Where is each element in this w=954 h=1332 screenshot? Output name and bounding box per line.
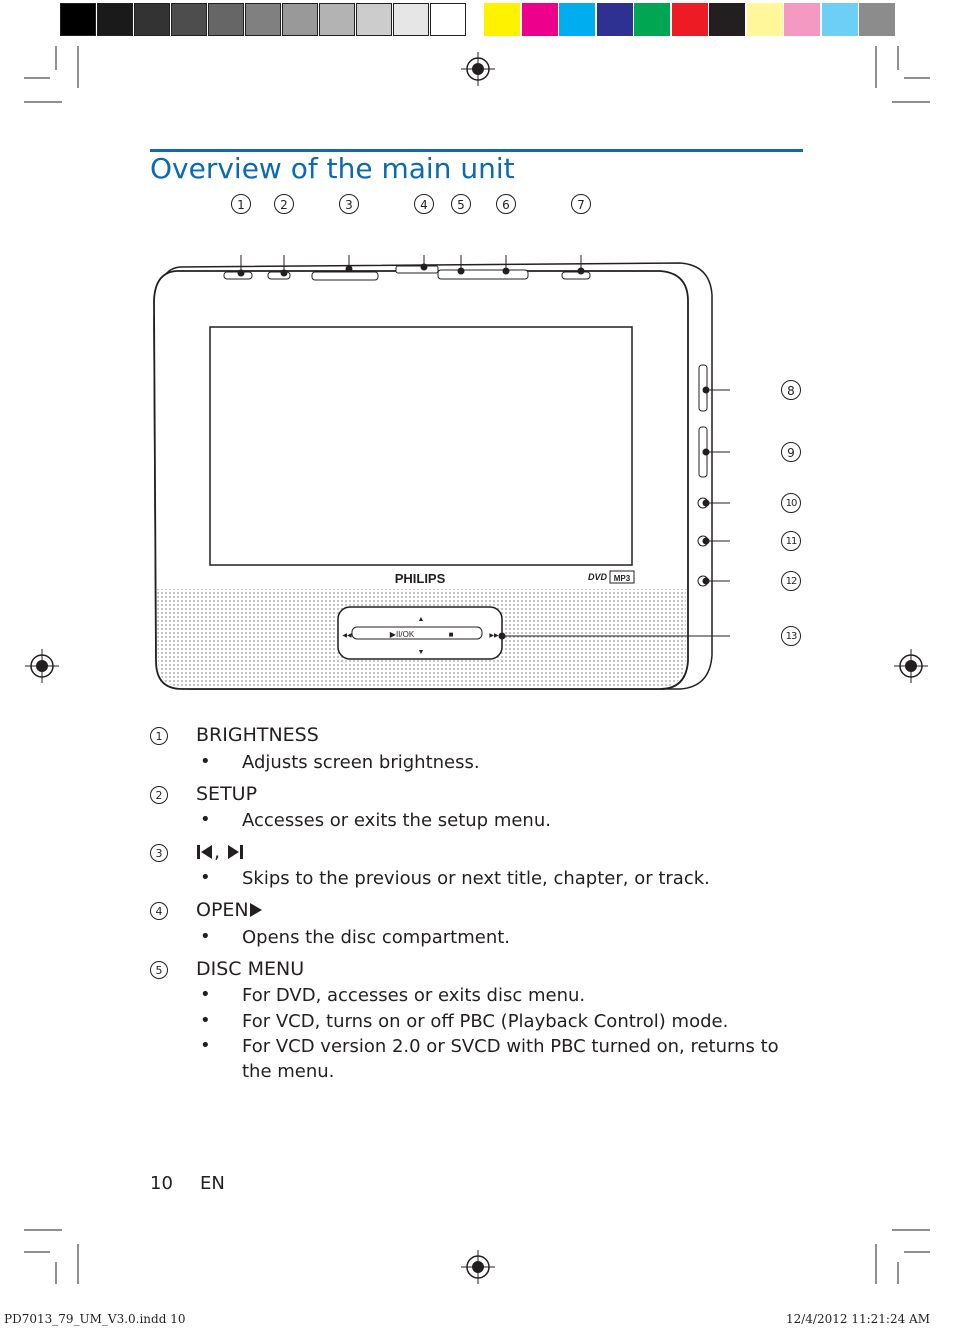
slug-datetime: 12/4/2012 11:21:24 AM <box>785 1312 930 1326</box>
item-number: 3 <box>150 844 168 862</box>
gray-swatch <box>97 3 133 36</box>
language-code: EN <box>200 1173 225 1194</box>
item-description: Opens the disc compartment. <box>242 927 511 948</box>
svg-text:▶II/OK: ▶II/OK <box>390 630 415 639</box>
gray-swatch <box>430 3 466 36</box>
item-number: 4 <box>150 902 168 920</box>
item-number: 1 <box>150 727 168 745</box>
gray-swatch <box>171 3 207 36</box>
bullet: • <box>200 984 211 1005</box>
gray-swatch <box>60 3 96 36</box>
page-number: 10 <box>150 1173 173 1194</box>
item-number: 2 <box>150 786 168 804</box>
callout-number: 2 <box>274 194 294 214</box>
color-swatch <box>559 3 595 36</box>
callout-number: 11 <box>781 531 801 551</box>
registration-mark-icon <box>461 1250 495 1284</box>
color-swatch <box>671 3 708 36</box>
color-swatch <box>521 3 558 36</box>
callout-number: 10 <box>781 493 801 513</box>
color-swatch <box>484 3 520 36</box>
bullet: • <box>200 809 211 830</box>
eject-arrow-icon <box>249 903 262 917</box>
bullet: • <box>200 867 211 888</box>
skip-previous-icon <box>197 845 212 859</box>
gray-swatch <box>134 3 170 36</box>
callout-number: 7 <box>571 194 591 214</box>
item-description: For DVD, accesses or exits disc menu. <box>242 985 586 1006</box>
callout-number: 12 <box>781 571 801 591</box>
color-swatch <box>596 3 633 36</box>
item-description: Skips to the previous or next title, cha… <box>242 868 710 889</box>
bullet: • <box>200 1010 211 1031</box>
svg-text:■: ■ <box>449 630 454 639</box>
callout-number: 8 <box>781 380 801 400</box>
gray-swatch <box>245 3 281 36</box>
color-swatch <box>746 3 783 36</box>
gray-swatch <box>356 3 392 36</box>
item-description: For VCD, turns on or off PBC (Playback C… <box>242 1011 729 1032</box>
svg-text:▲: ▲ <box>418 616 425 623</box>
svg-text:◀◀: ◀◀ <box>342 633 352 639</box>
callout-number: 5 <box>451 194 471 214</box>
item-description: For VCD version 2.0 or SVCD with PBC tur… <box>242 1036 779 1082</box>
svg-text:▼: ▼ <box>418 649 425 656</box>
slug-file: PD7013_79_UM_V3.0.indd 10 <box>4 1312 186 1326</box>
callout-number: 9 <box>781 442 801 462</box>
gray-swatch <box>282 3 318 36</box>
registration-mark-icon <box>894 649 928 683</box>
item-label-skip: , <box>196 841 244 863</box>
registration-mark-icon <box>25 649 59 683</box>
item-description: Accesses or exits the setup menu. <box>242 810 551 831</box>
page-title: Overview of the main unit <box>150 152 515 185</box>
gray-swatch <box>319 3 355 36</box>
item-description: Adjusts screen brightness. <box>242 752 480 773</box>
callout-number: 3 <box>339 194 359 214</box>
item-label-setup: SETUP <box>196 783 258 805</box>
skip-next-icon <box>228 845 244 859</box>
callout-number: 4 <box>414 194 434 214</box>
title-rule <box>150 149 803 152</box>
color-swatch <box>709 3 745 36</box>
gray-swatch <box>208 3 244 36</box>
bullet: • <box>200 751 211 772</box>
gray-swatch <box>393 3 429 36</box>
item-label-open: OPEN <box>196 899 263 921</box>
callout-number: 13 <box>781 626 801 646</box>
callout-number: 6 <box>496 194 516 214</box>
svg-text:DVD: DVD <box>588 572 608 582</box>
bullet: • <box>200 1035 211 1056</box>
item-label-brightness: BRIGHTNESS <box>196 724 319 746</box>
item-number: 5 <box>150 961 168 979</box>
color-swatch <box>821 3 858 36</box>
svg-text:▶▶: ▶▶ <box>489 633 499 639</box>
color-swatch <box>634 3 670 36</box>
color-swatch <box>859 3 895 36</box>
bullet: • <box>200 926 211 947</box>
brand-logo: PHILIPS <box>395 571 446 586</box>
device-illustration: PHILIPS DVD MP3 ▶II/OK ■ ◀◀ ▶▶ ▲ ▼ <box>153 255 730 690</box>
svg-text:MP3: MP3 <box>614 574 631 583</box>
callout-number: 1 <box>231 194 251 214</box>
color-swatch <box>784 3 820 36</box>
item-label-disc-menu: DISC MENU <box>196 958 305 980</box>
registration-mark-icon <box>461 52 495 86</box>
